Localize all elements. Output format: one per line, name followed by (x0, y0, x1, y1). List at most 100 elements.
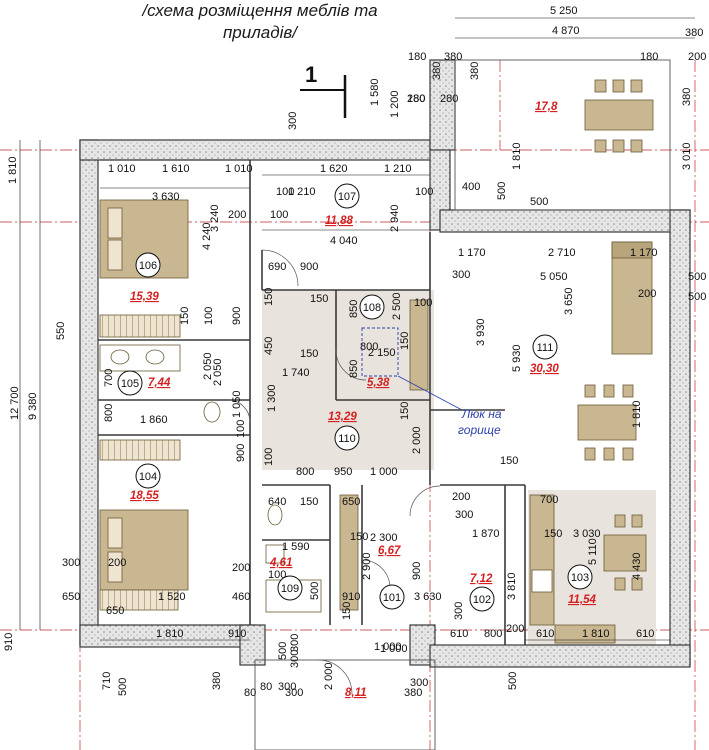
section-mark: 1 (300, 62, 347, 118)
dimension-label: 1 580 (369, 78, 381, 106)
dimension-label: 4 040 (330, 235, 358, 247)
dimension-label: 80 (244, 687, 256, 699)
room-number-circle (359, 294, 385, 320)
dimension-label: 2 150 (368, 347, 396, 359)
dimension-label: 950 (334, 466, 352, 478)
dimension-label: 300 (289, 650, 301, 668)
room-number: 104 (139, 471, 157, 483)
dimension-label: 150 (350, 531, 368, 543)
dimension-label: 4 240 (201, 222, 213, 250)
room-number-circle (135, 252, 161, 278)
dimension-label: 1 000 (374, 641, 402, 653)
dimension-label: 610 (636, 628, 654, 640)
dimension-label: 200 (228, 209, 246, 221)
dimension-label: 100 (268, 569, 286, 581)
dimension-label: 150 (310, 293, 328, 305)
dimension-label: 550 (55, 322, 67, 340)
room-number-circle (117, 370, 143, 396)
dimension-label: 300 (452, 269, 470, 281)
dimension-label: 3 630 (414, 591, 442, 603)
section-mark-label: 1 (305, 62, 317, 87)
dimension-label: 180 (407, 93, 425, 105)
dimension-label: 300 (410, 677, 428, 689)
room-area: 18,55 (130, 490, 159, 502)
dimension-label: 650 (62, 591, 80, 603)
dimension-label: 500 (309, 582, 321, 600)
room-area: 5,38 (367, 377, 390, 389)
room-area: 11,54 (568, 594, 597, 606)
room-number: 103 (571, 572, 589, 584)
dimension-label: 3 930 (475, 318, 487, 346)
exterior-walls (79, 59, 691, 668)
dimension-label: 1 010 (108, 163, 136, 175)
terrace-outlines (254, 59, 671, 750)
dimension-label: 150 (300, 348, 318, 360)
room-number: 110 (338, 433, 356, 445)
dimension-label: 2 300 (370, 532, 398, 544)
dimension-label: 150 (300, 496, 318, 508)
dimension-label: 100 (414, 297, 432, 309)
dimension-label: 450 (263, 337, 275, 355)
dimension-label: 380 (444, 51, 462, 63)
dimension-label: 380 (211, 672, 223, 690)
dimension-label: 2 050 (202, 352, 214, 380)
attic-hatch-note: Люк на горище (361, 327, 502, 437)
room-area: 15,39 (130, 291, 159, 303)
dimension-label: 650 (342, 496, 360, 508)
dimension-label: 300 (285, 687, 303, 699)
room-number: 101 (383, 592, 401, 604)
dimension-label: 400 (462, 181, 480, 193)
dimension-label: 500 (117, 678, 129, 696)
dimension-label: 1 610 (162, 163, 190, 175)
dimension-label: 300 (287, 112, 299, 130)
dimension-label: 910 (342, 591, 360, 603)
dimension-label: 3 650 (563, 287, 575, 315)
dimension-label: 180 (640, 51, 658, 63)
dimension-label: 1 050 (231, 390, 243, 418)
dimension-label: 800 (360, 341, 378, 353)
room-number: 106 (139, 260, 157, 272)
dimension-label: 1 000 (370, 466, 398, 478)
dimension-label: 100 (203, 307, 215, 325)
room-number-circle (532, 334, 558, 360)
dimension-label: 380 (404, 687, 422, 699)
dimension-label: 4 870 (552, 25, 580, 37)
room-number: 102 (473, 594, 491, 606)
dimension-label: 12 700 (9, 386, 21, 420)
header-line-2: приладів/ (222, 23, 298, 42)
dimension-label: 300 (453, 602, 465, 620)
room-number: 108 (363, 302, 381, 314)
dimension-label: 800 (103, 404, 115, 422)
room-area: 6,67 (378, 545, 401, 557)
dimension-label: 150 (399, 402, 411, 420)
dimension-label: 3 030 (573, 528, 601, 540)
dimension-label: 500 (530, 196, 548, 208)
dimension-label: 1 810 (582, 628, 610, 640)
dimension-lines (19, 17, 695, 641)
dimension-label: 3 010 (681, 142, 693, 170)
room-number-circle (334, 425, 360, 451)
note-line-1: Люк на (461, 407, 502, 421)
dimension-label: 100 (235, 420, 247, 438)
room-number-circle (135, 463, 161, 489)
dimension-label: 3 240 (209, 204, 221, 232)
dimension-label: 300 (278, 681, 296, 693)
dimension-label: 150 (263, 288, 275, 306)
dimension-label: 1 200 (389, 90, 401, 118)
dimension-label: 2 000 (411, 426, 423, 454)
dimension-label: 3 630 (152, 191, 180, 203)
dimension-label: 150 (500, 455, 518, 467)
dimension-label: 650 (106, 605, 124, 617)
dimension-label: 2 000 (323, 662, 335, 690)
dimension-label: 200 (688, 51, 706, 63)
dimension-label: 200 (638, 288, 656, 300)
dimension-label: 100 (276, 186, 294, 198)
dimension-label: 100 (263, 448, 275, 466)
dimension-label: 3 810 (506, 572, 518, 600)
header-line-1: /схема розміщення меблів та (142, 1, 378, 20)
dimension-label: 500 (688, 291, 706, 303)
dimension-label: 2 500 (391, 292, 403, 320)
dimension-label: 1 590 (282, 541, 310, 553)
dimension-label: 280 (407, 93, 425, 105)
